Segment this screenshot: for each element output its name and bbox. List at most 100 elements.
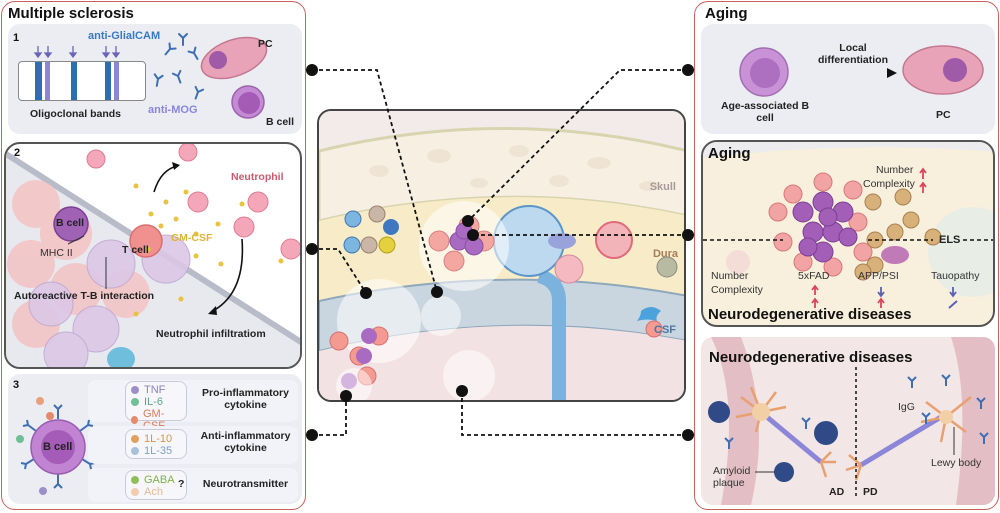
panel-1-number: 1: [13, 32, 20, 44]
neurotransmitter-category: Neurotransmitter: [202, 478, 289, 490]
cytokine-dot: [131, 386, 139, 394]
meninges-illustration: [319, 111, 684, 400]
arrows: [811, 167, 958, 309]
connector-dot: [306, 243, 318, 255]
band-arrows: [33, 46, 121, 59]
pc-label: PC: [258, 38, 273, 50]
panel2-b-cell-label: B cell: [56, 217, 85, 229]
nd-panel: Neurodegenerative diseases Amyloid plaqu…: [701, 337, 995, 505]
connector-dot: [306, 64, 318, 76]
connector-dot: [467, 229, 479, 241]
cytokine-dot: [131, 447, 139, 455]
band: [105, 62, 111, 100]
els-aging-title: Aging: [708, 145, 751, 162]
ad-label: AD: [829, 486, 845, 498]
connector-dot: [306, 429, 318, 441]
neurotransmitter-dot: [131, 476, 139, 484]
legend-label: Ach: [144, 486, 163, 498]
legend-item: Ach: [131, 486, 181, 498]
connector-dot: [682, 64, 694, 76]
differentiation-arrow: [809, 68, 897, 78]
aging-differentiation-panel: Age-associated B cell Local differentiat…: [701, 24, 995, 134]
complexity-label: Complexity: [711, 284, 763, 296]
legend-item: 1L-35: [131, 445, 181, 457]
complexity-up-label: Complexity: [863, 178, 915, 190]
panel-2-number: 2: [14, 147, 21, 159]
lewy-body-label: Lewy body: [931, 457, 982, 469]
model-app-psi-label: APP/PSI: [858, 270, 899, 282]
neurotransmitter-dot: [131, 488, 139, 496]
question-mark: ?: [178, 478, 185, 490]
ms-title: Multiple sclerosis: [8, 5, 134, 22]
els-nd-title: Neurodegenerative diseases: [708, 306, 912, 323]
tissue-illustration: [6, 144, 300, 367]
band: [45, 62, 50, 100]
cytokine-dot: [131, 398, 139, 406]
connector-dot: [682, 429, 694, 441]
mhc-ii-label: MHC II: [40, 247, 73, 259]
pro-inflammatory-category: Pro-inflammatory cytokine: [202, 387, 289, 412]
local-differentiation-label: Local differentiation: [818, 42, 888, 67]
interaction-label: Autoreactive T-B interaction: [14, 290, 155, 302]
band: [114, 62, 119, 100]
connector-dot: [340, 390, 352, 402]
els-label: ELS: [939, 234, 961, 246]
legend-item: 1L-10: [131, 433, 181, 445]
cytokine-dot: [131, 416, 138, 424]
legend-label: IL-6: [144, 396, 163, 408]
anti-mog-label: anti-MOG: [148, 104, 198, 116]
meninges-panel: Skull Dura CSF: [317, 109, 686, 402]
connector-dot: [360, 287, 372, 299]
legend-item: IL-6: [131, 396, 181, 408]
t-cell-label: T cell: [122, 244, 149, 256]
neutrophil-label: Neutrophil: [231, 171, 284, 183]
infiltration-label: Neutrophil infiltratiom: [156, 328, 266, 340]
legend-label: TNF: [144, 384, 166, 396]
plasma-cell-icon: [200, 36, 268, 80]
age-associated-b-cell-label: Age-associated B cell: [720, 100, 810, 125]
plasma-cell-icon: [902, 45, 984, 95]
ms-panel-2: 2 B cell T cell MHC II GM-CSF Neutrophil…: [4, 142, 302, 369]
panel3-b-cell-label: B cell: [43, 441, 73, 453]
cytokine-dot: [131, 435, 139, 443]
neurotransmitter-row: GABA Ach ? Neurotransmitter: [88, 468, 298, 502]
skull-label: Skull: [649, 181, 676, 193]
connector-dot: [431, 286, 443, 298]
secreting-b-cell-icon: [16, 397, 96, 495]
oligoclonal-label: Oligoclonal bands: [30, 108, 122, 120]
dura-label: Dura: [652, 248, 678, 260]
gm-csf-label: GM-CSF: [171, 232, 213, 244]
ms-panel-1: 1 Oligoclonal bands anti-GlialCAM anti-M…: [8, 24, 302, 134]
b-cell-label: B cell: [266, 116, 295, 128]
legend-label: 1L-10: [144, 433, 173, 445]
csf-label: CSF: [654, 324, 676, 336]
anti-glialcam-label: anti-GlialCAM: [88, 30, 161, 42]
aging-title: Aging: [705, 5, 748, 22]
igg-label: IgG: [898, 401, 915, 413]
anti-inflammatory-category: Anti-inflammatory cytokine: [200, 430, 291, 455]
connector-dot: [682, 229, 694, 241]
aging-pc-label: PC: [936, 109, 951, 121]
neurotransmitter-legend: GABA Ach: [125, 470, 187, 500]
ms-panel-3: 3 B cell TNF IL-6 GM-CSF Pro-inflammator…: [8, 374, 302, 504]
legend-label: GABA: [144, 474, 175, 486]
age-associated-b-cell-icon: [739, 47, 789, 97]
neuron-illustration: [708, 337, 995, 505]
panel-3-number: 3: [13, 379, 20, 391]
band: [71, 62, 77, 100]
els-panel: Aging Number Complexity ELS Number Compl…: [701, 140, 995, 327]
number-label: Number: [711, 270, 749, 282]
anti-inflammatory-row: 1L-10 1L-35 Anti-inflammatory cytokine: [88, 426, 298, 464]
number-up-label: Number: [876, 164, 914, 176]
antibody-icons: [153, 33, 205, 100]
pd-label: PD: [863, 486, 878, 498]
b-cell-icon: [231, 85, 265, 119]
nd-title: Neurodegenerative diseases: [709, 349, 913, 366]
connector-dot: [456, 385, 468, 397]
legend-label: 1L-35: [144, 445, 173, 457]
els-illustration: [703, 142, 993, 309]
legend-item: TNF: [131, 384, 181, 396]
model-5xfad-label: 5xFAD: [798, 270, 830, 282]
anti-inflammatory-legend: 1L-10 1L-35: [125, 429, 187, 459]
